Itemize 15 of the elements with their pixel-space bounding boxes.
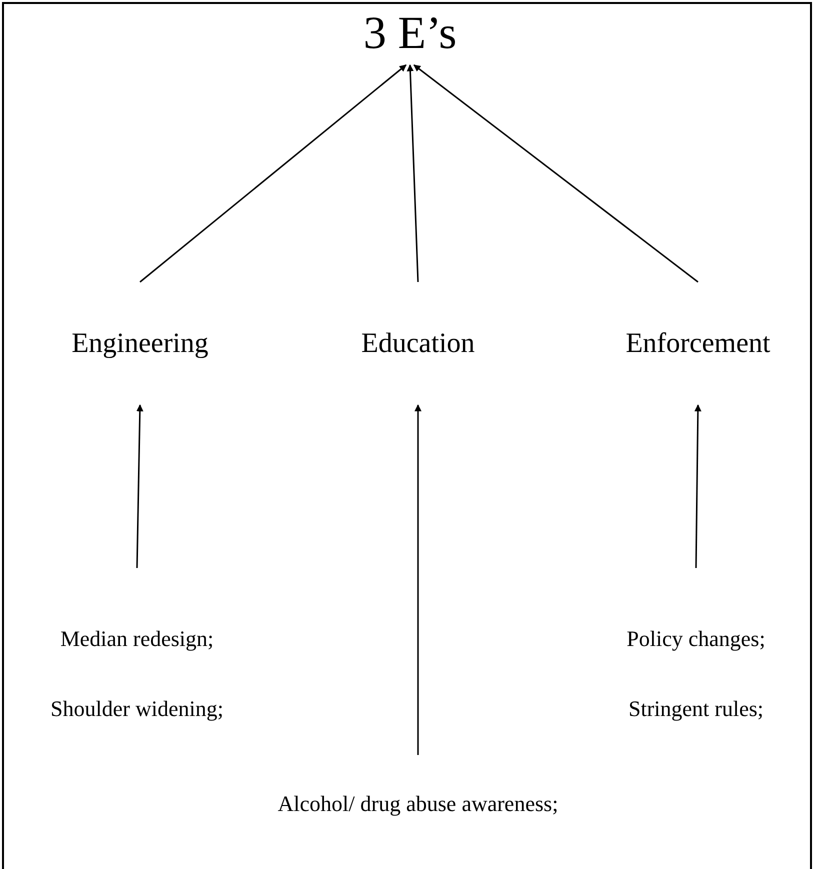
node-label: Engineering [72,327,208,361]
node-label: Enforcement [626,327,770,361]
node-label: Policy changes; [626,625,766,652]
node-label: Stringent rules; [628,694,764,722]
arrow [140,64,407,283]
node-label: Alcohol/ drug abuse awareness; [278,790,558,817]
node-label: Education [361,327,475,361]
node-label: Median redesign; [60,625,214,652]
node-label: Shoulder widening; [50,694,224,722]
arrow [136,404,144,568]
arrow [413,64,698,283]
node-label: 3 E’s [363,6,457,60]
arrow [406,64,419,282]
arrow [414,404,422,755]
arrow [694,404,702,568]
